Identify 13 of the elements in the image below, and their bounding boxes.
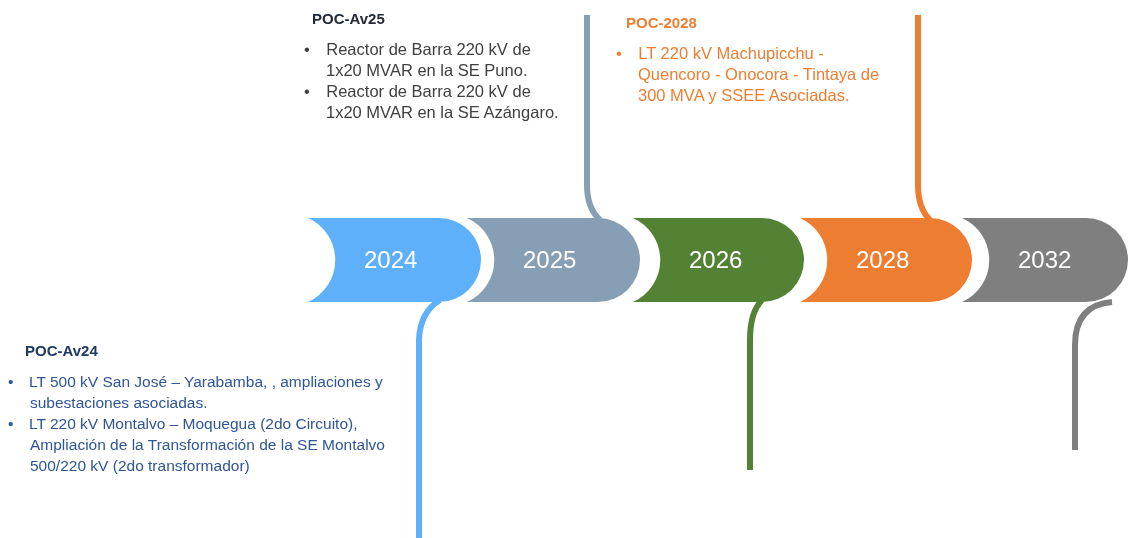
- year-label: 2025: [523, 246, 577, 274]
- project-heading: POC-Av24: [25, 342, 98, 359]
- bullet-item: • Reactor de Barra 220 kV de 1x20 MVAR en la SE Puno.: [304, 39, 532, 81]
- project-heading: POC-Av25: [312, 10, 385, 27]
- year-label: 2028: [856, 246, 910, 274]
- project-heading: POC-2028: [626, 14, 697, 31]
- bullet-item: • Reactor de Barra 220 kV de 1x20 MVAR en la SE Azángaro.: [304, 81, 560, 123]
- year-label: 2032: [1018, 246, 1072, 274]
- bullet-item: • LT 220 kV Machupicchu - Quencoro - Onocora - Tintaya de 300 MVA y SSEE Asociadas.: [616, 43, 881, 106]
- bullet-item: • LT 500 kV San José – Yarabamba, , ampliaciones y subestaciones asociadas.: [8, 372, 384, 413]
- year-label: 2024: [364, 246, 418, 274]
- year-label: 2026: [689, 246, 743, 274]
- bullet-item: • LT 220 kV Montalvo – Moquegua (2do Circuito), Ampliación de la Transformación de la SE Montalvo 500/220 kV (2do transformador): [8, 414, 386, 476]
